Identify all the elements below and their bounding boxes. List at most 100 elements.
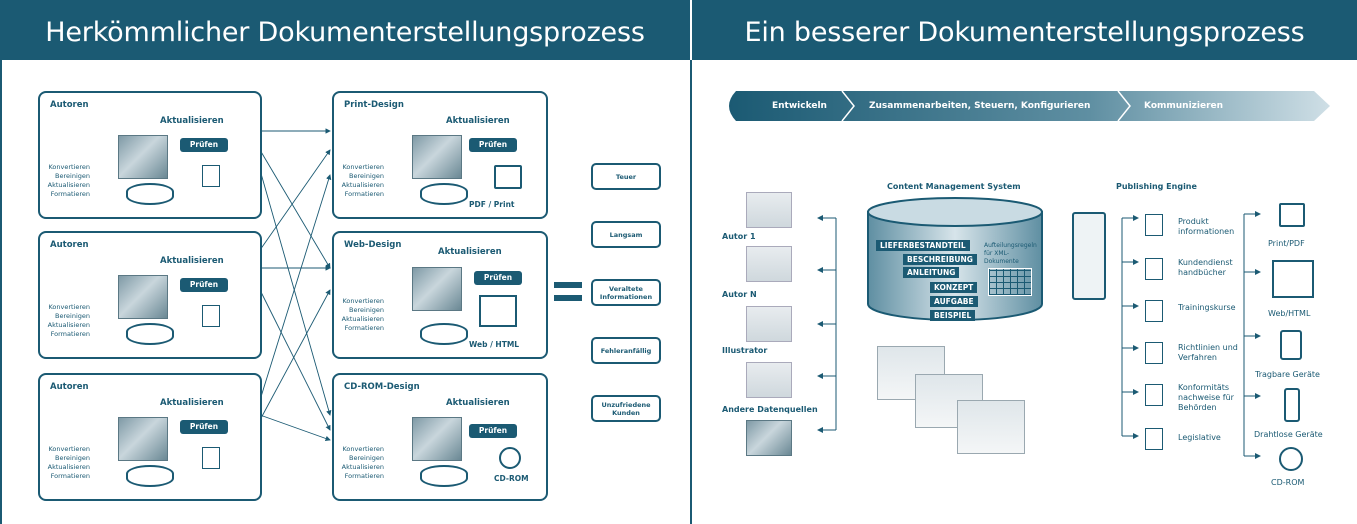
design-title: CD-ROM-Design [344,382,420,392]
source-label-2: Autor N [722,290,757,299]
update-label: Aktualisieren [160,256,224,266]
update-label: Aktualisieren [446,398,510,408]
cross-arrows [259,128,332,442]
result-expensive: Teuer [591,163,661,190]
doc-product-info: Produkt informationen [1178,217,1235,236]
equals-icon-lower [554,295,582,301]
update-label: Aktualisieren [160,116,224,126]
check-step: Prüfen [180,420,228,434]
printer-icon [494,165,522,189]
browser-icon [1272,260,1314,298]
cms-item-concept: KONZEPT [930,282,978,293]
cms-item-instruction: ANLEITUNG [903,267,960,278]
database-icon [126,183,174,205]
document-image [412,417,462,461]
source-thumbnail-3 [746,306,792,342]
print-design-box: Print-Design Aktualisieren Prüfen PDF / … [332,91,548,219]
author-box-1: Autoren Aktualisieren Prüfen Konvertiere… [38,91,262,219]
result-slow: Langsam [591,221,661,248]
doc-legislative: Legislative [1178,433,1221,442]
source-thumbnail-2 [746,246,792,282]
database-icon [126,465,174,487]
server-icon [1072,212,1106,300]
check-step: Prüfen [180,138,228,152]
check-step: Prüfen [469,424,517,438]
doc-guidelines: Richtlinien und Verfahren [1178,343,1238,362]
process-step-collaborate: Zusammenarbeiten, Steuern, Konfigurieren [869,101,1091,111]
equals-icon [554,282,582,288]
update-label: Aktualisieren [446,116,510,126]
screenshot-3 [957,400,1025,454]
source-thumbnail-1 [746,192,792,228]
output-label: CD-ROM [494,474,529,483]
doc-stack-icon-2 [1145,258,1163,280]
output-wireless: Drahtlose Geräte [1254,430,1323,439]
database-icon [420,323,468,345]
cdrom-design-box: CD-ROM-Design Aktualisieren Prüfen CD-RO… [332,373,548,501]
document-image [118,275,168,319]
right-header: Ein besserer Dokumenterstellungsprozess [692,0,1357,60]
output-web: Web/HTML [1268,309,1311,318]
source-label-4: Andere Datenquellen [722,405,818,414]
source-thumbnail-4 [746,362,792,398]
author-box-2: Autoren Aktualisieren Prüfen Konvertiere… [38,231,262,359]
doc-compliance: Konformitäts nachweise für Behörden [1178,383,1234,412]
doc-stack-icon-1 [1145,214,1163,236]
web-design-box: Web-Design Aktualisieren Prüfen Web / HT… [332,231,548,359]
process-step-develop: Entwickeln [772,101,827,111]
browser-icon [479,295,517,327]
process-step-communicate: Kommunizieren [1144,101,1224,111]
result-errorprone: Fehleranfällig [591,337,661,364]
table-icon [988,268,1032,296]
check-step: Prüfen [180,278,228,292]
cms-item-task: AUFGABE [930,296,978,307]
phone-icon [1284,388,1300,422]
output-cdrom: CD-ROM [1271,478,1305,487]
process-arrow [729,91,1330,121]
output-label: Web / HTML [469,340,520,349]
doc-training: Trainingskurse [1178,303,1236,312]
document-image [118,135,168,179]
check-step: Prüfen [469,138,517,152]
document-image [118,417,168,461]
cms-item-description: BESCHREIBUNG [903,254,977,265]
author-box-3: Autoren Aktualisieren Prüfen Konvertiere… [38,373,262,501]
source-label-3: Illustrator [722,346,768,355]
doc-stack-icon [202,305,220,327]
doc-stack-icon-5 [1145,384,1163,406]
result-outdated: Veraltete Informationen [591,279,661,306]
source-label-1: Autor 1 [722,232,756,241]
cms-item-deliverable: LIEFERBESTANDTEIL [876,240,970,251]
update-label: Aktualisieren [438,247,502,257]
source-thumbnail-5 [746,420,792,456]
doc-service-manuals: Kundendienst handbücher [1178,258,1233,277]
database-icon [420,465,468,487]
cms-note: Aufteilungsregeln für XML-Dokumente [984,242,1037,265]
left-header: Herkömmlicher Dokumenterstellungsprozess [0,0,690,60]
author-title: Autoren [50,382,89,392]
handheld-icon [1280,330,1302,360]
author-title: Autoren [50,240,89,250]
doc-stack-icon [202,447,220,469]
doc-stack-icon-3 [1145,300,1163,322]
update-label: Aktualisieren [160,398,224,408]
cms-item-example: BEISPIEL [930,310,976,321]
author-title: Autoren [50,100,89,110]
design-title: Print-Design [344,100,404,110]
result-unhappy: Unzufriedene Kunden [591,395,661,422]
doc-stack-icon [202,165,220,187]
engine-arrows [1121,215,1139,439]
document-image [412,135,462,179]
output-print: Print/PDF [1268,239,1305,248]
output-label: PDF / Print [469,200,515,209]
cd-icon [1279,447,1303,471]
database-icon [126,323,174,345]
design-title: Web-Design [344,240,402,250]
output-portable: Tragbare Geräte [1255,370,1320,379]
